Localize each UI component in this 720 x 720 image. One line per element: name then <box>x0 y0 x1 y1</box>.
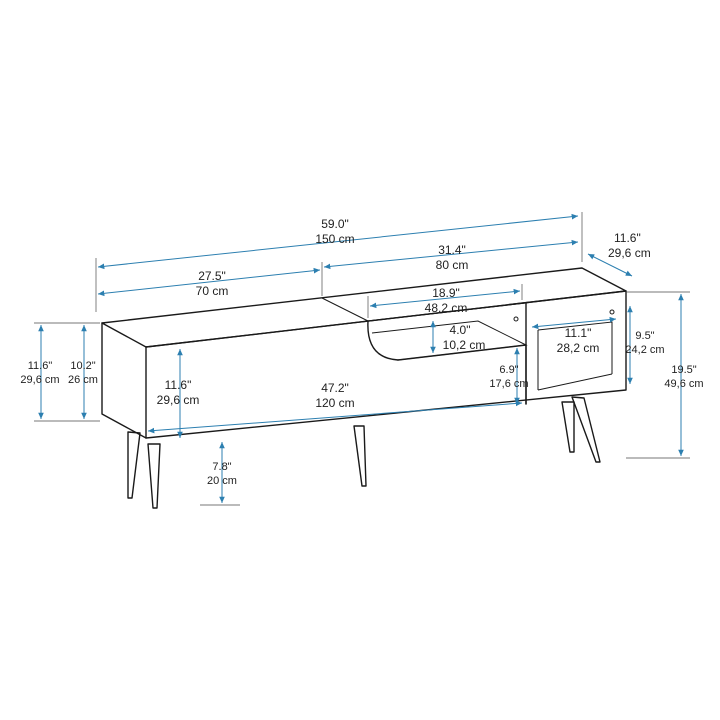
right-shelf-height-metric: 24,2 cm <box>625 344 664 356</box>
dim-bottom-width <box>147 400 523 434</box>
overall-width-metric: 150 cm <box>315 232 354 246</box>
side-depth-metric: 29,6 cm <box>20 374 59 386</box>
top-opening-metric: 48,2 cm <box>425 301 468 315</box>
dim-right-section <box>323 239 579 270</box>
leg-center <box>353 425 367 487</box>
right-shelf-height-imperial: 9.5" <box>635 330 654 342</box>
leg-height-metric: 20 cm <box>207 475 237 487</box>
left-section-metric: 70 cm <box>196 284 229 298</box>
right-section-imperial: 31.4" <box>438 243 466 257</box>
dimension-labels: 59.0" 150 cm 31.4" 80 cm 27.5" 70 cm 11.… <box>20 217 703 487</box>
overall-height-metric: 49,6 cm <box>664 378 703 390</box>
overall-height-imperial: 19.5" <box>671 364 696 376</box>
left-side-panel <box>101 322 147 439</box>
dim-right-shelf-width <box>531 316 617 330</box>
tv-stand-outline <box>101 267 627 509</box>
right-shelf-width-metric: 28,2 cm <box>557 341 600 355</box>
side-depth-imperial: 11.6" <box>28 360 53 372</box>
top-seam <box>321 297 369 322</box>
overall-width-imperial: 59.0" <box>321 217 349 231</box>
leg-back-left <box>127 431 141 499</box>
right-shelf-floor <box>537 330 613 391</box>
dim-left-section <box>97 267 321 297</box>
depth-metric: 29,6 cm <box>608 246 651 260</box>
drawer-height-imperial: 6.9" <box>499 364 518 376</box>
curved-flap <box>367 320 399 361</box>
drawer-height-metric: 17,6 cm <box>489 378 528 390</box>
opening-height-imperial: 4.0" <box>450 323 471 337</box>
left-section-imperial: 27.5" <box>198 269 226 283</box>
leg-front-left <box>147 443 161 509</box>
door-height-metric: 29,6 cm <box>157 393 200 407</box>
door-height-imperial: 11.6" <box>165 378 192 392</box>
bottom-width-metric: 120 cm <box>315 396 354 410</box>
leg-back-right <box>571 396 601 463</box>
dim-top-opening <box>369 288 521 309</box>
top-opening-imperial: 18.9" <box>432 286 460 300</box>
dimension-arrows <box>38 213 684 503</box>
hinge-dot-2 <box>609 309 615 315</box>
side-inner-metric: 26 cm <box>68 374 98 386</box>
leg-front-right <box>561 401 575 453</box>
depth-imperial: 11.6" <box>614 231 641 245</box>
dim-depth <box>587 253 633 277</box>
opening-height-metric: 10,2 cm <box>443 338 486 352</box>
top-surface <box>101 267 627 348</box>
front-face <box>145 290 627 439</box>
right-section-metric: 80 cm <box>436 258 469 272</box>
hinge-dot-1 <box>513 316 519 322</box>
right-shelf-width-imperial: 11.1" <box>565 326 592 340</box>
bottom-width-imperial: 47.2" <box>321 381 349 395</box>
side-inner-imperial: 10.2" <box>70 360 95 372</box>
leg-height-imperial: 7.8" <box>212 461 231 473</box>
